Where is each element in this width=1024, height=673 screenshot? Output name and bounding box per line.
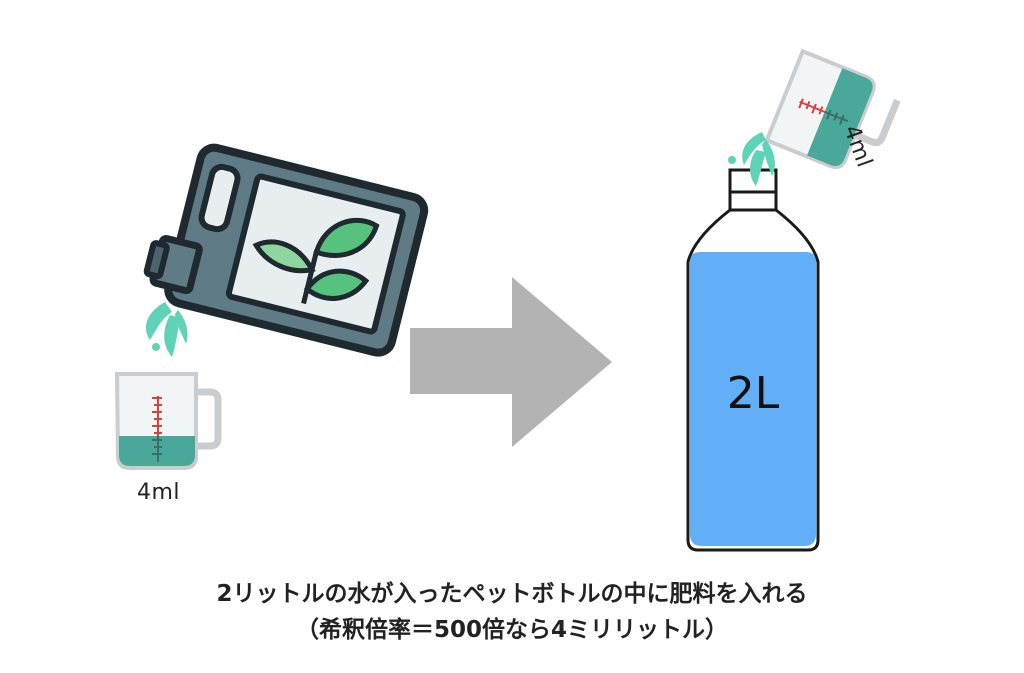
fertilizer-jug-icon xyxy=(143,143,429,357)
bottle-volume-label: 2L xyxy=(726,368,780,419)
caption-note: （希釈倍率＝500倍なら4ミリリットル） xyxy=(295,617,728,643)
liquid-splash-right xyxy=(728,132,775,186)
measuring-cup-icon xyxy=(114,372,222,470)
measuring-cup-icon xyxy=(764,48,901,170)
liquid-splash-left xyxy=(145,302,188,357)
arrow-right-icon xyxy=(410,277,612,447)
left-cup-volume-label: 4ml xyxy=(137,480,181,505)
caption-main: 2リットルの水が入ったペットボトルの中に肥料を入れる xyxy=(216,581,808,607)
water-bottle-icon xyxy=(686,168,820,552)
